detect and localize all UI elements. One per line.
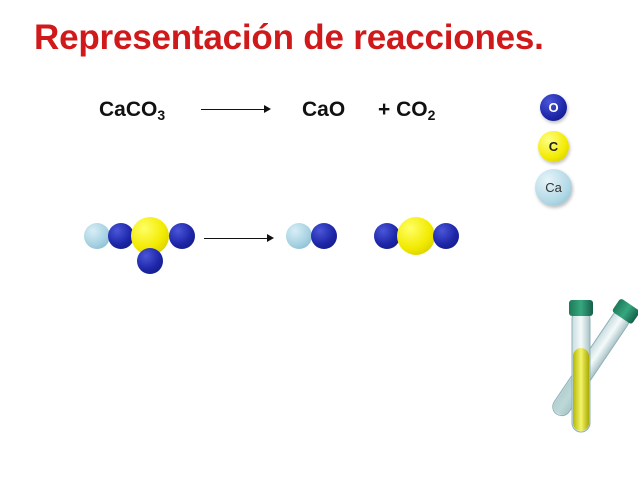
- slide-title: Representación de reacciones.: [34, 18, 544, 57]
- oxygen-atom: [169, 223, 195, 249]
- calcium-atom: [286, 223, 312, 249]
- calcium-atom: [84, 223, 110, 249]
- test-tubes-icon: [552, 299, 638, 433]
- oxygen-atom: [108, 223, 134, 249]
- product-cao-formula: CaO: [302, 98, 346, 121]
- equation-arrow: [201, 105, 271, 113]
- carbon-atom: [397, 217, 435, 255]
- reactant-base: CaCO: [99, 98, 158, 121]
- legend-calcium-label: Ca: [545, 180, 562, 195]
- reactant-subscript: 3: [157, 107, 166, 123]
- oxygen-atom: [311, 223, 337, 249]
- model-arrow: [204, 234, 274, 242]
- co2-base: + CO: [378, 98, 428, 121]
- product-co2-formula: + CO2: [378, 98, 435, 123]
- co2-subscript: 2: [427, 107, 436, 123]
- legend-carbon-label: C: [548, 139, 559, 154]
- legend-oxygen-label: O: [548, 100, 559, 115]
- legend-oxygen: O: [540, 94, 567, 121]
- oxygen-atom: [433, 223, 459, 249]
- legend-carbon: C: [538, 131, 569, 162]
- oxygen-atom: [374, 223, 400, 249]
- oxygen-atom: [137, 248, 163, 274]
- reactant-formula: CaCO3: [99, 98, 165, 123]
- legend-calcium: Ca: [535, 169, 572, 206]
